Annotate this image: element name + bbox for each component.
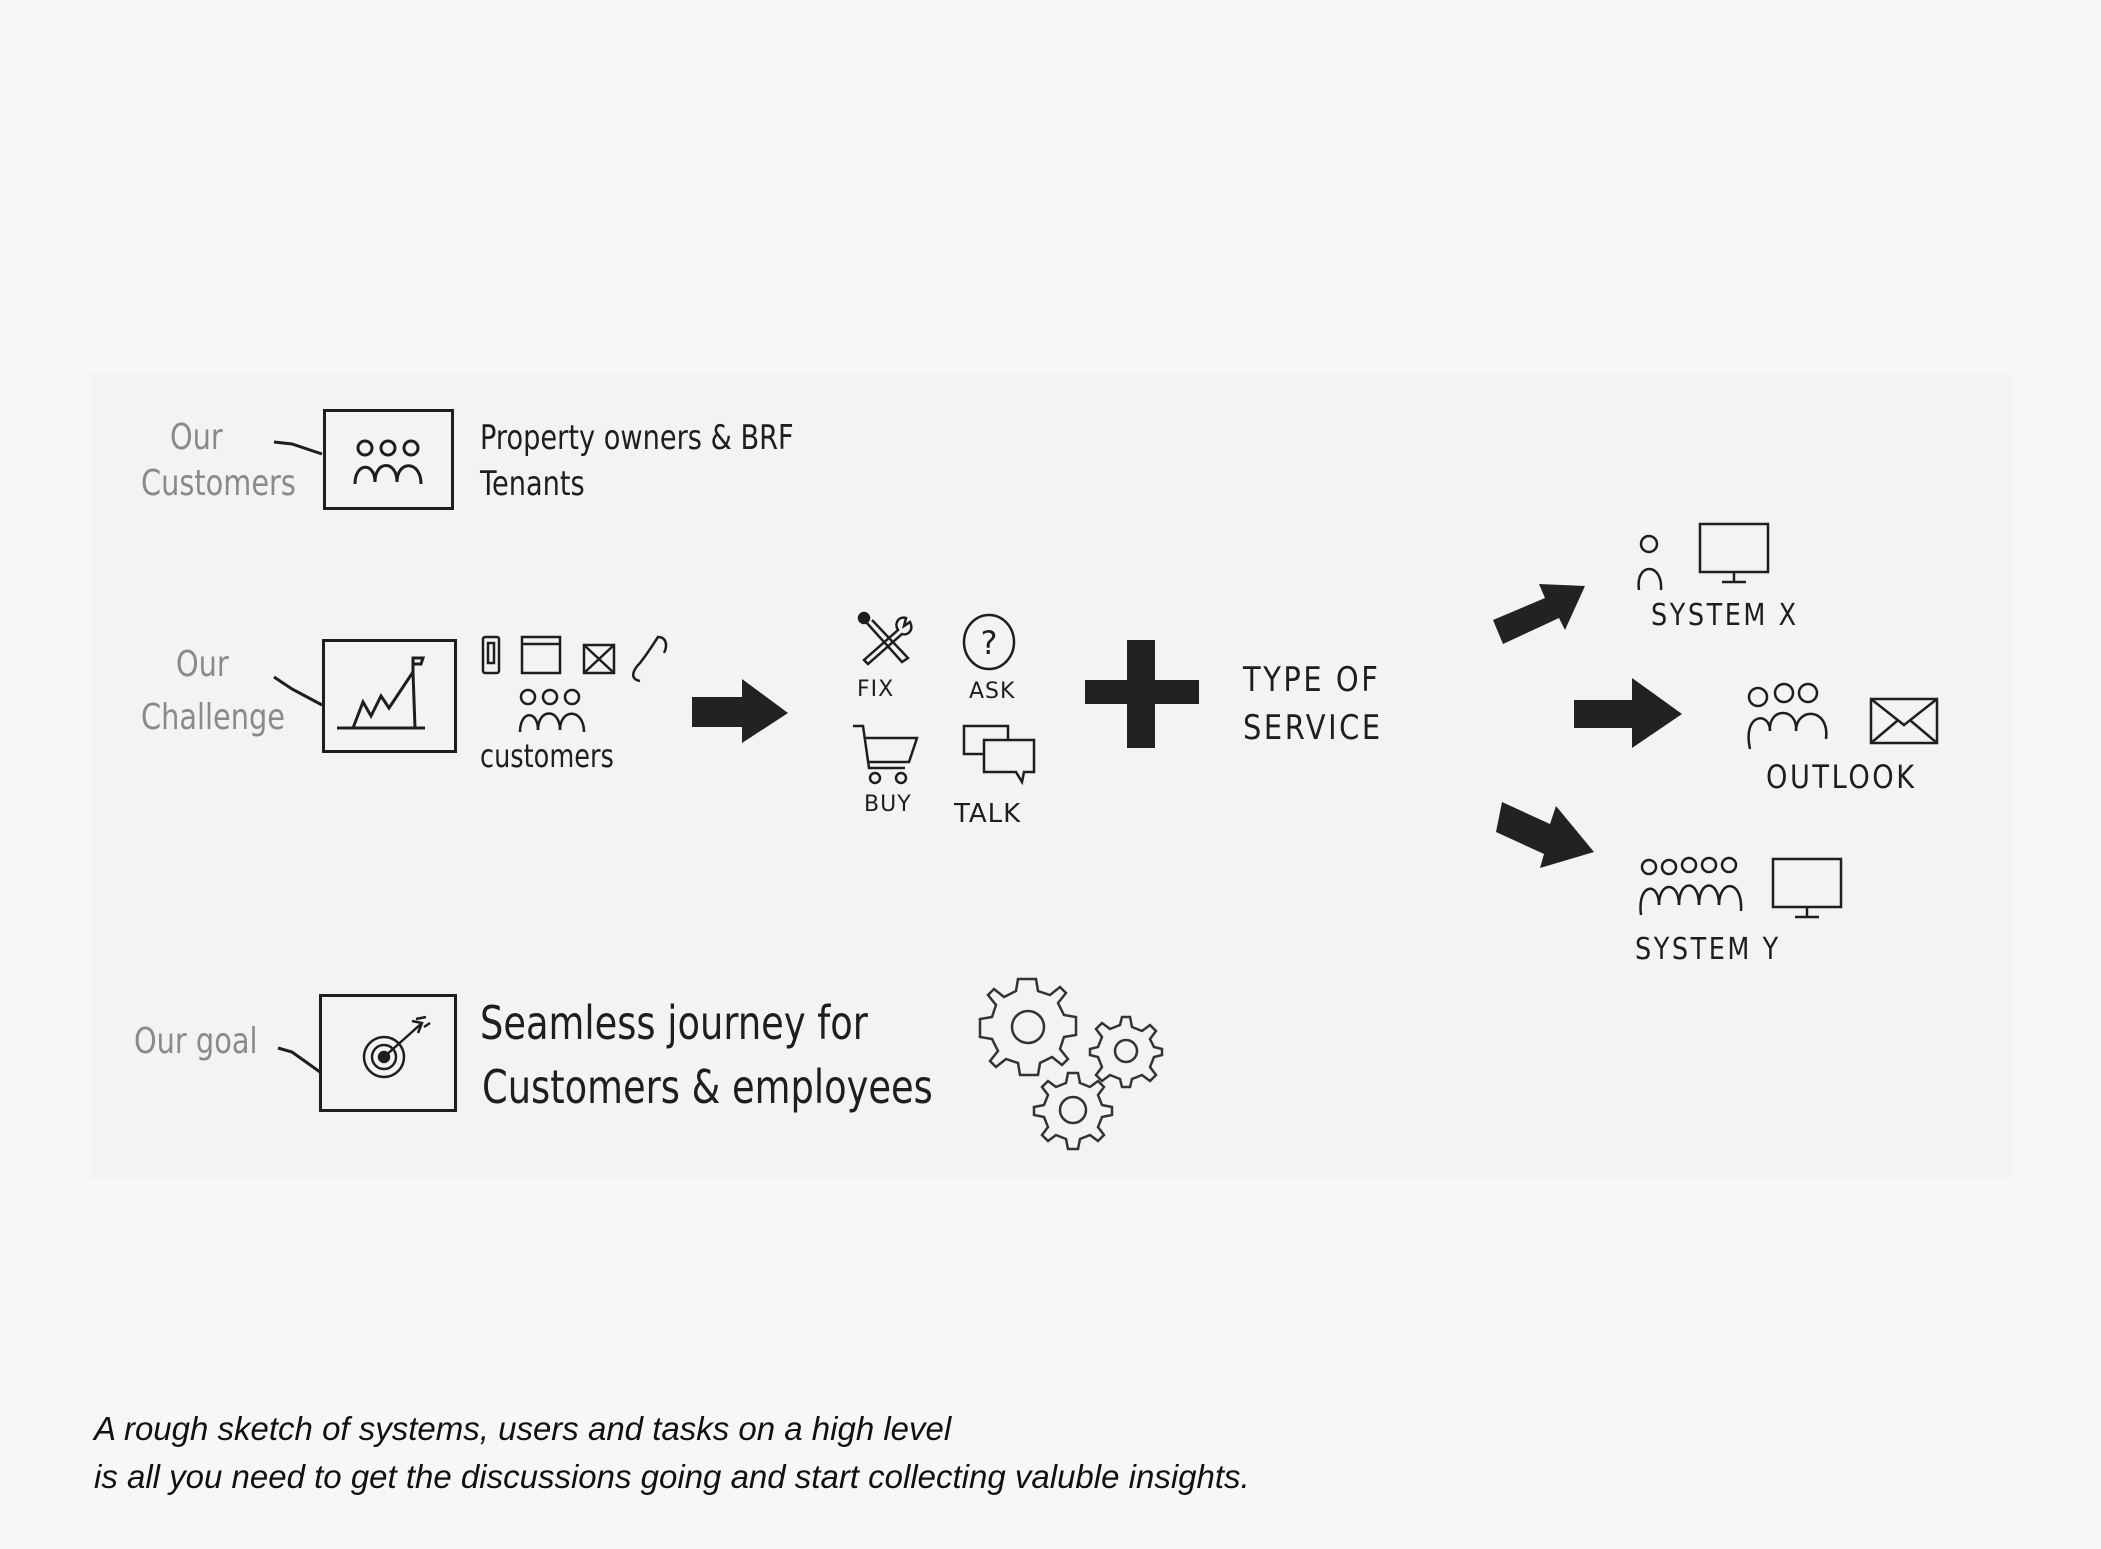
caption-line2: is all you need to get the discussions g… [94,1458,1250,1495]
customers-label-line2: Customers [141,463,296,504]
task-buy-label: BUY [864,792,912,817]
goal-text-line1: Seamless journey for [480,996,868,1050]
connector-line [277,1046,321,1074]
envelope-icon [582,643,616,675]
outlook-label: OUTLOOK [1766,758,1917,796]
task-talk-label: TALK [954,799,1022,829]
connector-line [273,675,323,707]
system-y-label: SYSTEM Y [1635,932,1781,967]
shopping-cart-icon [853,724,919,785]
sketch-panel [91,372,2011,1180]
channel-icons [481,635,668,683]
challenge-label-line1: Our [176,644,229,685]
customers-text-line1: Property owners & BRF [480,418,794,458]
caption-line1: A rough sketch of systems, users and tas… [94,1410,952,1447]
large-people-group-icon [1639,856,1743,916]
growth-chart-icon [337,656,426,730]
plus-icon [1085,640,1199,748]
customers-people-icon [518,688,586,733]
goal-text-line2: Customers & employees [482,1060,933,1114]
goal-label: Our goal [134,1021,258,1062]
browser-window-icon [520,635,562,675]
task-fix-label: FIX [857,677,895,702]
customers-text-line2: Tenants [480,464,585,504]
challenge-label-line2: Challenge [141,697,285,738]
challenge-box [322,639,457,753]
question-circle-icon: ? [962,613,1016,671]
type-of-service-line1: TYPE OF [1243,660,1381,700]
svg-text:?: ? [981,624,998,662]
customers-label-line1: Our [170,417,223,458]
connector-line [273,440,323,456]
envelope-icon [1869,697,1939,745]
chat-bubbles-icon [962,724,1036,786]
people-group-icon [1747,682,1828,750]
arrow-right-icon [1574,678,1682,748]
arrow-up-right-icon [1493,584,1585,644]
system-x-label: SYSTEM X [1651,598,1799,633]
mobile-icon [481,635,501,675]
type-of-service-line2: SERVICE [1243,708,1383,748]
task-ask-label: ASK [969,679,1016,704]
arrow-right-icon [692,679,788,743]
target-icon [362,1015,431,1079]
arrow-down-right-icon [1496,802,1594,868]
customers-people-label: customers [480,737,614,775]
person-icon [1637,534,1663,591]
gears-icon [978,977,1164,1151]
customers-box [323,409,454,510]
phone-icon [632,635,668,683]
monitor-icon [1771,857,1843,919]
wrench-screwdriver-icon [857,611,913,666]
monitor-icon [1698,522,1770,584]
goal-box [319,994,457,1112]
people-group-icon [353,439,423,485]
